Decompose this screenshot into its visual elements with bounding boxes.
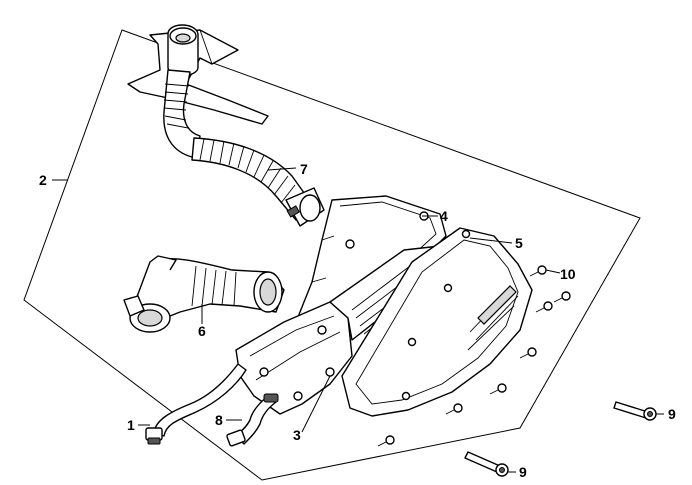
callout-8: 8 bbox=[215, 412, 223, 428]
filter-cover bbox=[341, 227, 533, 417]
callout-10: 10 bbox=[560, 266, 576, 282]
bolt-9-bottom bbox=[464, 451, 509, 477]
leader-lines bbox=[52, 167, 664, 473]
callout-2: 2 bbox=[39, 172, 47, 188]
drain-tube-8 bbox=[226, 393, 279, 447]
callout-4: 4 bbox=[440, 208, 448, 224]
assembly-frame bbox=[23, 29, 641, 481]
screws-10 bbox=[377, 265, 571, 447]
intake-duct bbox=[123, 255, 285, 333]
callout-5: 5 bbox=[515, 235, 523, 251]
callout-1: 1 bbox=[127, 417, 135, 433]
callout-labels: 1 2 3 4 5 6 7 8 9 9 10 bbox=[39, 161, 676, 480]
callout-3: 3 bbox=[293, 427, 301, 443]
callout-7: 7 bbox=[300, 161, 308, 177]
callout-9-right: 9 bbox=[668, 406, 676, 422]
callout-6: 6 bbox=[198, 323, 206, 339]
drain-tube-1 bbox=[145, 363, 247, 445]
intake-snorkel-hose bbox=[127, 24, 325, 227]
callout-9-bottom: 9 bbox=[519, 464, 527, 480]
bolt-9-right bbox=[613, 401, 657, 421]
